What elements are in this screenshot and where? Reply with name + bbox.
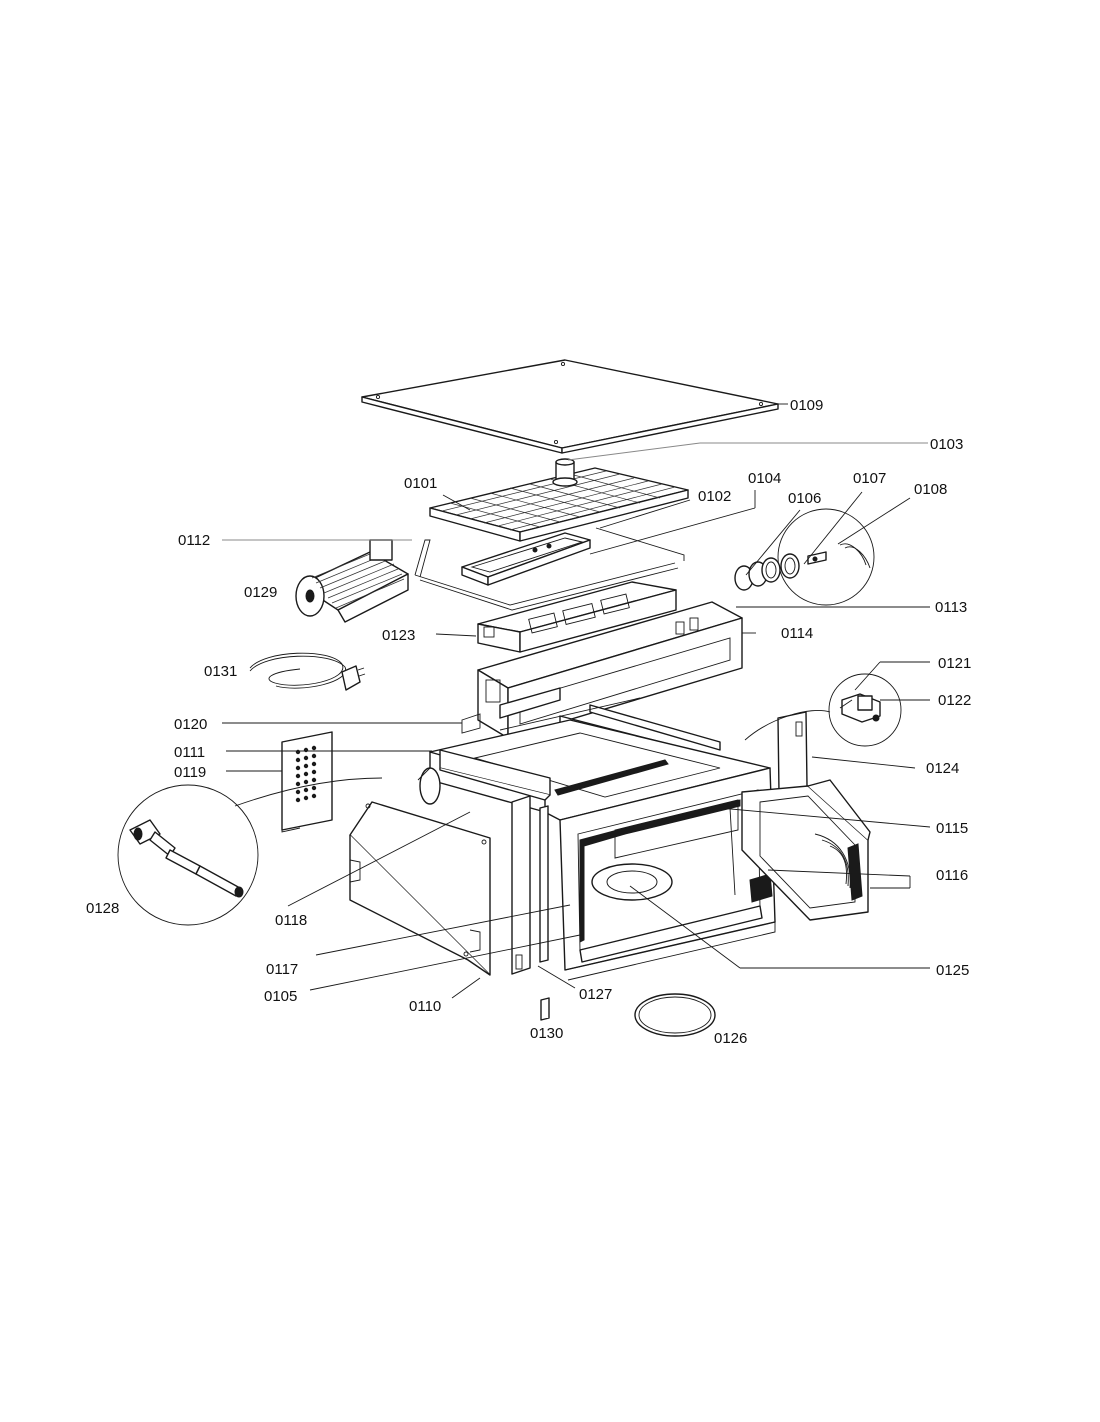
callout-0124: 0124 — [926, 760, 959, 777]
callout-0104: 0104 — [748, 470, 781, 487]
part-left-side-panel — [349, 801, 491, 976]
callout-0101: 0101 — [404, 475, 437, 492]
callout-0107: 0107 — [853, 470, 886, 487]
callout-0110: 0110 — [409, 998, 441, 1015]
callout-0125: 0125 — [936, 962, 969, 979]
callout-0129: 0129 — [244, 584, 277, 601]
part-grille-panel — [429, 458, 689, 542]
detail-circle-valve — [734, 508, 875, 606]
leader-lines — [222, 403, 931, 999]
callout-0102: 0102 — [698, 488, 731, 505]
callout-0118: 0118 — [275, 912, 307, 929]
callout-labels: 0109 0103 0101 0104 0102 0106 0107 0108 … — [86, 397, 971, 1047]
callout-0115: 0115 — [936, 820, 968, 837]
callout-0113: 0113 — [935, 599, 967, 616]
callout-0128: 0128 — [86, 900, 119, 917]
detail-circle-fitting — [117, 777, 383, 926]
part-control-electronics — [477, 581, 677, 653]
part-upper-rail — [461, 687, 561, 734]
callout-0103: 0103 — [930, 436, 963, 453]
callout-0117: 0117 — [266, 961, 298, 978]
callout-0112: 0112 — [178, 532, 210, 549]
part-tangential-fan — [295, 539, 409, 623]
callout-0127: 0127 — [579, 986, 612, 1003]
callout-0109: 0109 — [790, 397, 823, 414]
callout-0130: 0130 — [530, 1025, 563, 1042]
callout-0121: 0121 — [938, 655, 971, 672]
callout-0105: 0105 — [264, 988, 297, 1005]
callout-0120: 0120 — [174, 716, 207, 733]
part-top-cover — [361, 359, 779, 454]
part-heating-element — [461, 532, 591, 586]
part-turntable-ring — [634, 993, 716, 1037]
part-door — [741, 711, 871, 921]
part-front-control-panel — [477, 601, 743, 739]
part-small-spacer — [540, 997, 550, 1021]
detail-circle-solenoid — [744, 673, 902, 747]
callout-0111: 0111 — [174, 744, 205, 761]
callout-0116: 0116 — [936, 867, 968, 884]
callout-0108: 0108 — [914, 481, 947, 498]
callout-0114: 0114 — [781, 625, 813, 642]
part-inner-front-frame — [417, 749, 551, 805]
part-power-cable — [249, 652, 366, 691]
callout-0131: 0131 — [204, 663, 237, 680]
callout-0122: 0122 — [938, 692, 971, 709]
part-oven-cavity — [429, 719, 776, 981]
callout-0126: 0126 — [714, 1030, 747, 1047]
part-frame-rods — [414, 527, 685, 611]
callout-0123: 0123 — [382, 627, 415, 644]
callout-0106: 0106 — [788, 490, 821, 507]
part-side-vent-panel — [281, 731, 333, 833]
callout-0119: 0119 — [174, 764, 206, 781]
